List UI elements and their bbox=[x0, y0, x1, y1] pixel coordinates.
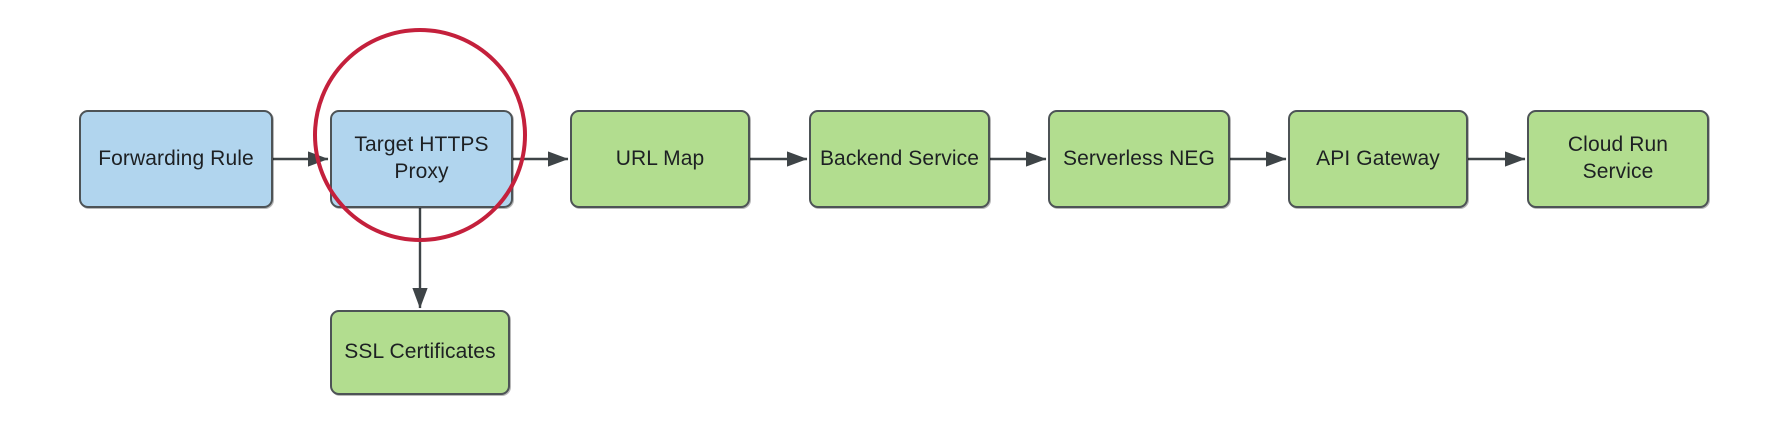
node-forwarding-rule-label: Forwarding Rule bbox=[98, 146, 254, 170]
node-forwarding-rule[interactable]: Forwarding Rule bbox=[79, 110, 273, 208]
node-url-map-label: URL Map bbox=[615, 146, 705, 170]
node-serverless-neg-label: Serverless NEG bbox=[1063, 146, 1215, 170]
node-cloud-run-service[interactable]: Cloud Run Service bbox=[1527, 110, 1709, 208]
node-ssl-certificates-label: SSL Certificates bbox=[344, 340, 496, 364]
node-target-https-proxy-label: Target HTTPS Proxy bbox=[354, 133, 489, 183]
node-target-https-proxy[interactable]: Target HTTPS Proxy bbox=[330, 110, 513, 208]
node-ssl-certificates[interactable]: SSL Certificates bbox=[330, 310, 510, 395]
node-backend-service[interactable]: Backend Service bbox=[809, 110, 990, 208]
node-url-map[interactable]: URL Map bbox=[570, 110, 750, 208]
node-api-gateway-label: API Gateway bbox=[1316, 146, 1440, 170]
node-cloud-run-service-label: Cloud Run Service bbox=[1567, 133, 1669, 183]
node-serverless-neg[interactable]: Serverless NEG bbox=[1048, 110, 1230, 208]
node-api-gateway[interactable]: API Gateway bbox=[1288, 110, 1468, 208]
node-backend-service-label: Backend Service bbox=[819, 146, 980, 170]
